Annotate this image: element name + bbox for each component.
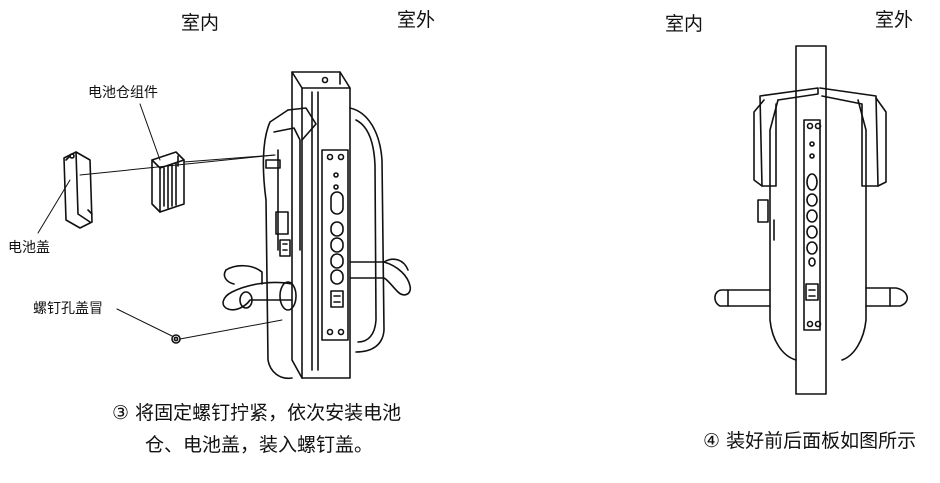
battery-cover: [63, 151, 93, 229]
outdoor-handle: [349, 261, 412, 296]
step3-caption-line1: ③ 将固定螺钉拧紧，依次安装电池: [112, 402, 402, 424]
left-indoor-label: 室内: [181, 12, 220, 34]
exploded-lock-assembly: [37, 71, 412, 380]
assembled-lock: [714, 45, 908, 395]
right-view-right-handle: [865, 287, 908, 307]
battery-cover-label: 电池盖: [8, 240, 50, 256]
step3-caption-line2: 仓、电池盖，装入螺钉盖。: [145, 434, 374, 456]
battery-compartment: [151, 151, 185, 213]
step4-caption: ④ 装好前后面板如图所示: [703, 430, 917, 452]
outdoor-panel: [349, 107, 385, 353]
faceplate: [321, 149, 349, 341]
screw-cap-label: 螺钉孔盖冒: [33, 301, 103, 317]
mortise-top: [291, 71, 351, 89]
left-outdoor-label: 室外: [397, 9, 436, 31]
lock-frame-arms: [759, 87, 819, 187]
right-indoor-label: 室内: [665, 13, 704, 35]
battery-compartment-label: 电池仓组件: [88, 85, 158, 101]
mortise-column: [795, 45, 827, 395]
right-view-left-handle: [714, 289, 771, 307]
right-outdoor-label: 室外: [875, 9, 914, 31]
screw-cap: [171, 334, 181, 344]
indoor-panel: [262, 109, 293, 380]
